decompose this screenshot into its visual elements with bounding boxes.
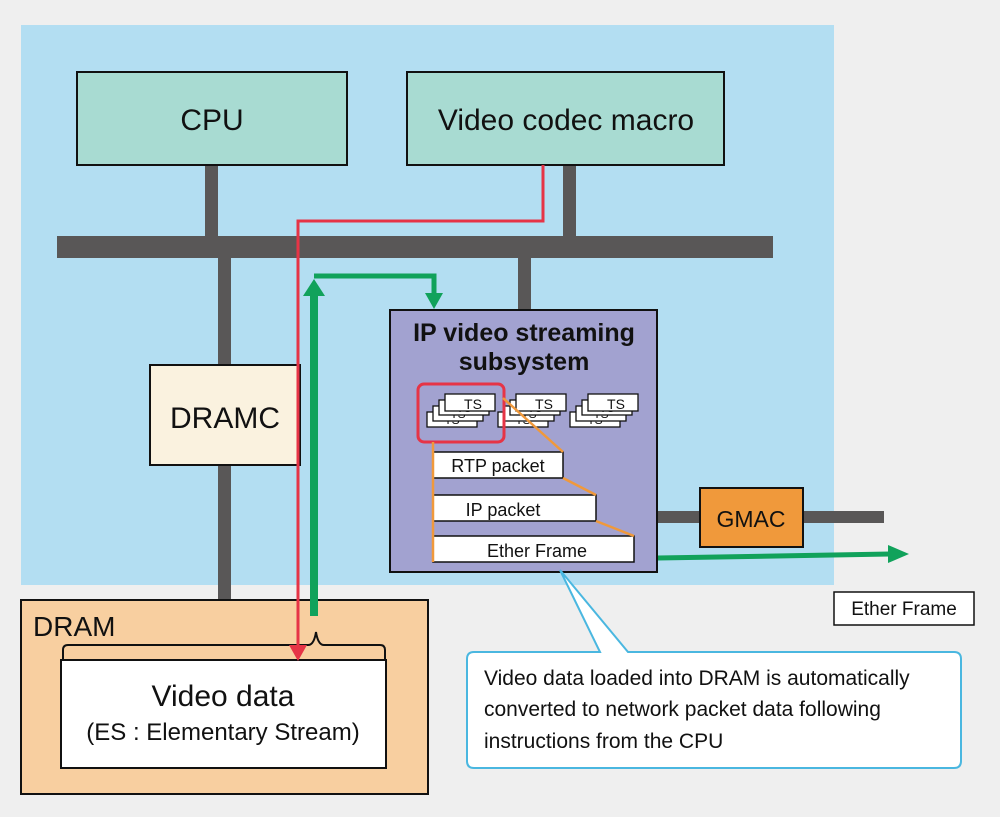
ipvs-title-line1: IP video streaming: [413, 319, 635, 347]
codec-bus-connector: [563, 165, 576, 237]
callout-line-3: instructions from the CPU: [484, 730, 723, 753]
green-up-arrowhead: [303, 279, 325, 296]
green-down-arrowhead: [425, 293, 443, 309]
cpu-block: [76, 71, 348, 166]
green-output-arrowhead: [888, 545, 909, 563]
ts-stack-1: TS: [426, 393, 496, 428]
callout-line-1: Video data loaded into DRAM is automatic…: [484, 667, 910, 690]
ts-stack-2: TS: [497, 393, 567, 428]
red-control-path: [296, 165, 545, 648]
dramc-dram-connector: [218, 465, 231, 601]
ipvs-bus-connector: [518, 257, 531, 310]
callout-bubble: [466, 569, 962, 769]
dramc-bus-connector: [218, 257, 231, 365]
video-data-block: [60, 659, 387, 769]
dramc-block: [149, 364, 301, 466]
video-data-sublabel: (ES : Elementary Stream): [86, 719, 359, 746]
ts-label-3: TS: [607, 396, 625, 412]
output-ether-frame-box: [833, 591, 975, 626]
system-bus: [57, 236, 773, 258]
green-data-path-top: [314, 273, 437, 296]
output-ether-frame-label: Ether Frame: [851, 599, 957, 620]
red-path-arrowhead: [289, 645, 307, 661]
ts-stack-3: TS: [569, 393, 639, 428]
ts-highlight: [416, 382, 506, 444]
codec-block: [406, 71, 725, 166]
ts-label-1: TS: [464, 396, 482, 412]
rtp-packet-label: RTP packet: [451, 456, 544, 476]
dramc-label: DRAMC: [170, 402, 280, 435]
cpu-bus-connector: [205, 165, 218, 237]
video-data-bracket: [62, 631, 386, 660]
ether-frame-bar: [432, 535, 635, 563]
encapsulation-lines: [431, 397, 635, 562]
dram-label: DRAM: [33, 611, 115, 642]
gmac-label: GMAC: [717, 506, 786, 532]
ether-frame-label: Ether Frame: [487, 541, 587, 561]
ipvs-title-line2: subsystem: [459, 348, 590, 376]
codec-label: Video codec macro: [438, 104, 694, 137]
gmac-block: [699, 487, 804, 548]
ts-label-2: TS: [535, 396, 553, 412]
cpu-label: CPU: [180, 104, 243, 137]
rtp-packet-bar: [432, 451, 564, 479]
video-data-label: Video data: [152, 680, 295, 713]
callout-line-2: converted to network packet data followi…: [484, 698, 881, 721]
ip-packet-label: IP packet: [466, 500, 541, 520]
green-output-path: [657, 551, 893, 561]
